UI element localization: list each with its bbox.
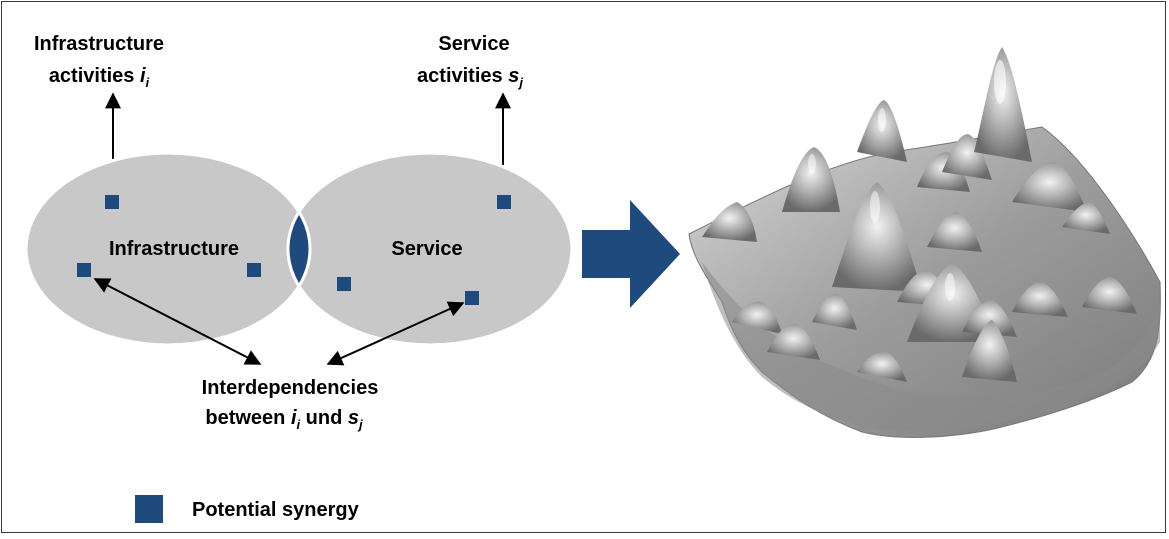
infra-activities-label-line2: activities ii (49, 65, 150, 90)
service-activities-label-line2: activities sj (417, 65, 523, 90)
interdependency-arrow-right (326, 301, 465, 366)
synergy-landscape-surface (688, 47, 1161, 438)
service-label: Service (391, 238, 462, 260)
synergy-square-icon (105, 195, 119, 209)
synergy-square-icon (337, 277, 351, 291)
service-activities-label-line1: Service (438, 33, 509, 55)
interdependency-arrow-left (93, 278, 262, 365)
synergy-square-icon (497, 195, 511, 209)
synergy-square-icon (465, 291, 479, 305)
synergy-square-icon (247, 263, 261, 277)
infrastructure-label: Infrastructure (109, 238, 239, 260)
synergy-square-icon (77, 263, 91, 277)
right-arrow-icon (582, 200, 680, 308)
legend-synergy-icon (135, 495, 163, 523)
infra-activities-label-line1: Infrastructure (34, 33, 164, 55)
interdependencies-label-line2: between ii und sj (205, 407, 363, 432)
legend-label: Potential synergy (192, 499, 360, 521)
interdependencies-label-line1: Interdependencies (202, 377, 379, 399)
